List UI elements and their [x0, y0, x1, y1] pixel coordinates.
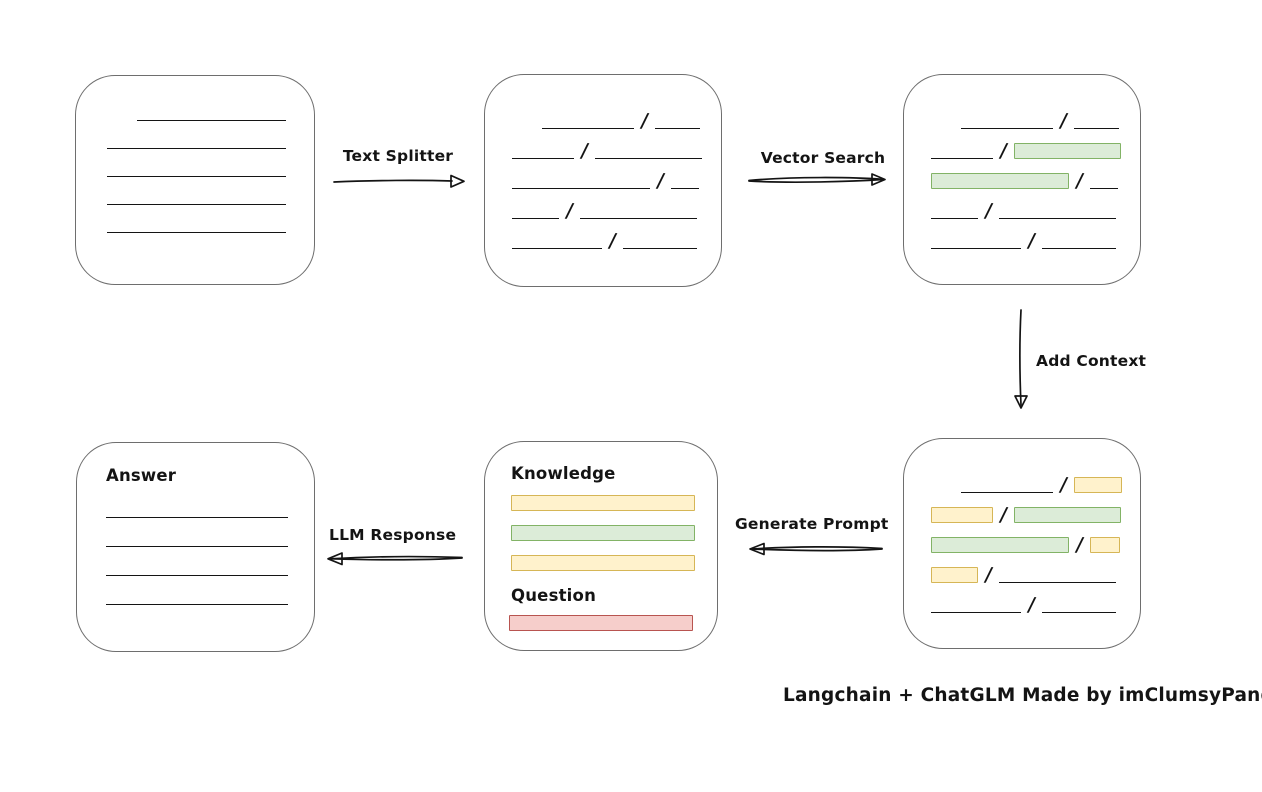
red-bar — [509, 615, 693, 631]
text-row: / — [542, 99, 713, 132]
text-line — [106, 575, 288, 576]
answer-label: Answer — [106, 466, 177, 485]
split-text-node: ///// — [484, 74, 722, 287]
question-bars — [509, 615, 693, 631]
yellow-chunk — [1089, 537, 1120, 553]
green-chunk — [1013, 507, 1121, 523]
text-line — [931, 612, 1021, 613]
text-row: / — [512, 129, 713, 162]
text-line — [106, 517, 288, 518]
green-bar — [511, 525, 695, 541]
text-row: / — [931, 219, 1132, 252]
generate-prompt-arrow — [749, 542, 883, 556]
document-lines — [107, 120, 286, 233]
add-context-label: Add Context — [1036, 352, 1147, 370]
knowledge-bars — [511, 495, 695, 571]
vector-matches-rows: ///// — [931, 99, 1132, 252]
vector-search-arrow — [748, 173, 886, 186]
text-row: / — [931, 189, 1132, 222]
text-line — [1041, 612, 1116, 613]
text-line — [512, 158, 574, 159]
vector-matches-node: ///// — [903, 74, 1141, 285]
text-row: / — [961, 99, 1132, 132]
text-splitter-label: Text Splitter — [342, 147, 454, 165]
text-row: / — [931, 583, 1132, 616]
green-chunk — [931, 537, 1069, 553]
text-line — [542, 128, 634, 129]
text-line — [579, 218, 697, 219]
text-row: / — [931, 129, 1132, 162]
document-node — [75, 75, 315, 285]
text-row: / — [931, 493, 1132, 526]
text-line — [1089, 188, 1118, 189]
text-line — [1041, 248, 1116, 249]
text-line — [961, 128, 1053, 129]
text-line — [512, 188, 650, 189]
generate-prompt-label: Generate Prompt — [735, 515, 889, 533]
text-row: / — [931, 159, 1132, 192]
text-line — [107, 176, 286, 177]
text-line — [1073, 128, 1119, 129]
split-text-rows: ///// — [512, 99, 713, 252]
llm-response-label: LLM Response — [329, 526, 457, 544]
yellow-chunk — [931, 567, 978, 583]
text-line — [107, 148, 286, 149]
text-row: / — [961, 463, 1132, 496]
text-line — [137, 120, 286, 121]
text-line — [654, 128, 700, 129]
text-line — [107, 232, 286, 233]
knowledge-label: Knowledge — [511, 464, 616, 483]
yellow-bar — [511, 555, 695, 571]
text-row: / — [512, 159, 713, 192]
text-line — [931, 218, 978, 219]
text-row: / — [512, 189, 713, 222]
text-line — [106, 546, 288, 547]
text-row: / — [931, 553, 1132, 586]
question-label: Question — [511, 586, 597, 605]
text-line — [107, 204, 286, 205]
answer-lines — [106, 517, 288, 605]
prompt-node: Knowledge Question — [484, 441, 718, 651]
caption: Langchain + ChatGLM Made by imClumsyPand… — [783, 685, 1262, 706]
answer-node: Answer — [76, 442, 315, 652]
llm-response-arrow — [327, 552, 463, 566]
text-line — [622, 248, 697, 249]
text-line — [931, 248, 1021, 249]
green-chunk — [931, 173, 1069, 189]
text-line — [961, 492, 1053, 493]
text-line — [670, 188, 699, 189]
text-row: / — [512, 219, 713, 252]
add-context-arrow — [1014, 309, 1028, 409]
text-line — [512, 248, 602, 249]
text-row: / — [931, 523, 1132, 556]
slash-separator: / — [607, 230, 618, 252]
text-line — [998, 218, 1116, 219]
text-line — [594, 158, 702, 159]
green-chunk — [1013, 143, 1121, 159]
yellow-bar — [511, 495, 695, 511]
vector-search-label: Vector Search — [760, 149, 886, 167]
yellow-chunk — [1073, 477, 1122, 493]
text-line — [931, 158, 993, 159]
yellow-chunk — [931, 507, 993, 523]
text-line — [512, 218, 559, 219]
text-line — [998, 582, 1116, 583]
context-chunks-node: ///// — [903, 438, 1141, 649]
slash-separator: / — [1026, 230, 1037, 252]
text-line — [106, 604, 288, 605]
slash-separator: / — [1026, 594, 1037, 616]
text-splitter-arrow — [333, 174, 465, 188]
context-chunks-rows: ///// — [931, 463, 1132, 616]
